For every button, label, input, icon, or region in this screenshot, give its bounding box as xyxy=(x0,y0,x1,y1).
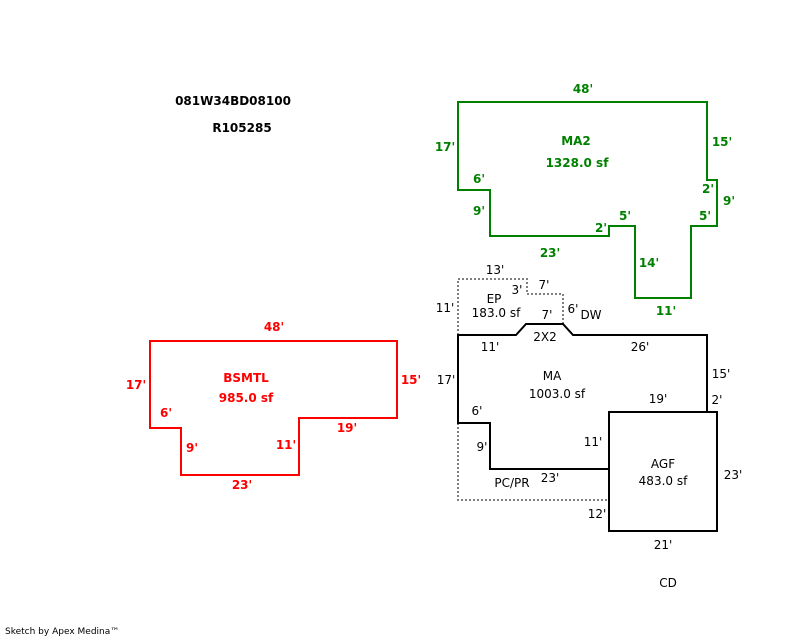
ep-name: EP xyxy=(487,292,502,306)
ma-dim-bottom: 23' xyxy=(541,471,560,485)
bsmtl-labels: 48' 17' 15' 6' 9' 11' 19' 23' BSMTL 985.… xyxy=(126,320,421,492)
agf-dim-bottom: 21' xyxy=(654,538,673,552)
ma2-outline xyxy=(457,101,718,299)
bsmtl-dim-inner: 11' xyxy=(276,438,296,452)
ma2-name: MA2 xyxy=(561,134,591,148)
ep-dim-notch: 3' xyxy=(512,283,523,297)
parcel-id: 081W34BD08100 xyxy=(175,94,291,108)
ep-dim-top: 13' xyxy=(486,263,505,277)
ma-dim-inner: 11' xyxy=(584,435,603,449)
ep-dim-right: 6' xyxy=(568,302,579,316)
main-labels: 13' 3' 7' 11' 7' 6' EP 183.0 sf DW 2X2 1… xyxy=(436,263,743,590)
agf-name: AGF xyxy=(651,457,675,471)
ma-dim-left: 17' xyxy=(437,373,456,387)
ma2-dim-bottom: 23' xyxy=(540,246,560,260)
ep-dim-bottom: 7' xyxy=(542,308,553,322)
bsmtl-dim-top: 48' xyxy=(264,320,284,334)
account-id: R105285 xyxy=(212,121,271,135)
ma2-dim-notch: 2' xyxy=(702,182,714,196)
ma2-area: 1328.0 sf xyxy=(546,156,610,170)
ma-dim-right: 15' xyxy=(712,367,731,381)
ma2-dim-step-v: 9' xyxy=(473,204,485,218)
ma2-labels: 48' 17' 15' 6' 9' 2' 9' 5' 2' 5' 23' 14'… xyxy=(435,82,735,318)
ma-dim-step-v: 9' xyxy=(477,440,488,454)
footer-credit: Sketch by Apex Medina™ xyxy=(5,627,120,637)
bsmtl-dim-right: 15' xyxy=(401,373,421,387)
bsmtl-dim-bottom: 23' xyxy=(232,478,252,492)
ma2-dim-right-lower: 9' xyxy=(723,194,735,208)
ep-dim-top-right: 7' xyxy=(539,278,550,292)
ma-dim-top-right: 26' xyxy=(631,340,650,354)
ma2-dim-tab-side: 14' xyxy=(639,256,659,270)
ep-area: 183.0 sf xyxy=(472,306,521,320)
pcpr-outline xyxy=(457,423,609,501)
ma-dim-agf-top: 19' xyxy=(649,392,668,406)
ep-outline xyxy=(457,278,564,335)
bsmtl-dim-lower-right: 19' xyxy=(337,421,357,435)
bsmtl-outline xyxy=(149,340,398,476)
pcpr-dim-right: 12' xyxy=(588,507,607,521)
dw-label: DW xyxy=(580,308,601,322)
ma2-dim-inner-left-notch: 2' xyxy=(595,221,607,235)
ma2-dim-tab-bottom: 11' xyxy=(656,304,676,318)
ma-dim-step: 6' xyxy=(472,404,483,418)
ma2-dim-inner-left: 5' xyxy=(619,209,631,223)
agf-dim-right: 23' xyxy=(724,468,743,482)
ma-area: 1003.0 sf xyxy=(529,387,586,401)
ma-name: MA xyxy=(543,369,562,383)
ma2-dim-right: 15' xyxy=(712,135,732,149)
bsmtl-dim-step-v: 9' xyxy=(186,441,198,455)
ma2-dim-inner-right: 5' xyxy=(699,209,711,223)
cd-label: CD xyxy=(659,576,677,590)
agf-outline xyxy=(608,411,718,532)
ep-dim-left: 11' xyxy=(436,301,455,315)
ma2-dim-step: 6' xyxy=(473,172,485,186)
ma-dim-notch: 2' xyxy=(712,393,723,407)
agf-area: 483.0 sf xyxy=(639,474,688,488)
ma-dim-top-left: 11' xyxy=(481,340,500,354)
ma2-dim-left: 17' xyxy=(435,140,455,154)
ma2-dim-top: 48' xyxy=(573,82,593,96)
bsmtl-dim-step: 6' xyxy=(160,406,172,420)
bsmtl-dim-left: 17' xyxy=(126,378,146,392)
pcpr-label: PC/PR xyxy=(494,476,529,490)
two-by-two-label: 2X2 xyxy=(533,330,557,344)
bsmtl-name: BSMTL xyxy=(223,371,269,385)
bsmtl-area: 985.0 sf xyxy=(219,391,274,405)
